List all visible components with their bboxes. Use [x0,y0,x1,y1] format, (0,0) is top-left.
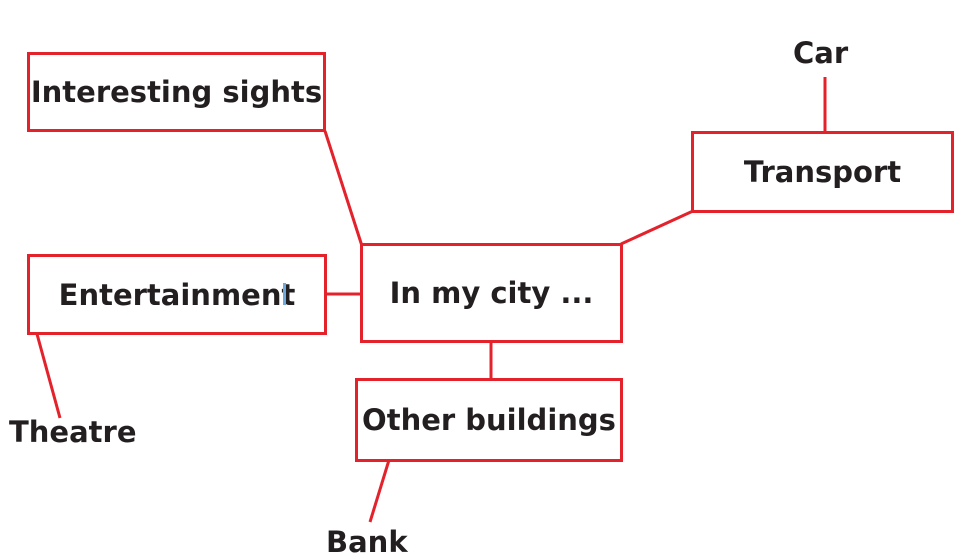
label-interesting-sights: Interesting sights [30,75,323,109]
box-center-in-my-city: In my city ... [360,243,623,343]
box-entertainment: Entertainment [27,254,327,335]
connector-entertainment-theatre [35,333,62,419]
label-other-buildings: Other buildings [362,403,616,437]
leaf-car: Car [793,36,849,70]
box-interesting-sights: Interesting sights [27,52,326,132]
connector-center-interesting-sights [323,130,364,247]
connector-center-transport [620,209,694,246]
leaf-bank: Bank [326,525,408,559]
label-entertainment: Entertainment [58,277,296,312]
label-in-my-city: In my city ... [389,276,594,310]
leaf-theatre: Theatre [9,415,137,449]
text-cursor-icon [283,283,286,305]
label-transport: Transport [743,155,902,189]
box-transport: Transport [691,131,954,213]
box-other-buildings: Other buildings [355,378,623,462]
connector-other-buildings-bank [368,459,391,523]
